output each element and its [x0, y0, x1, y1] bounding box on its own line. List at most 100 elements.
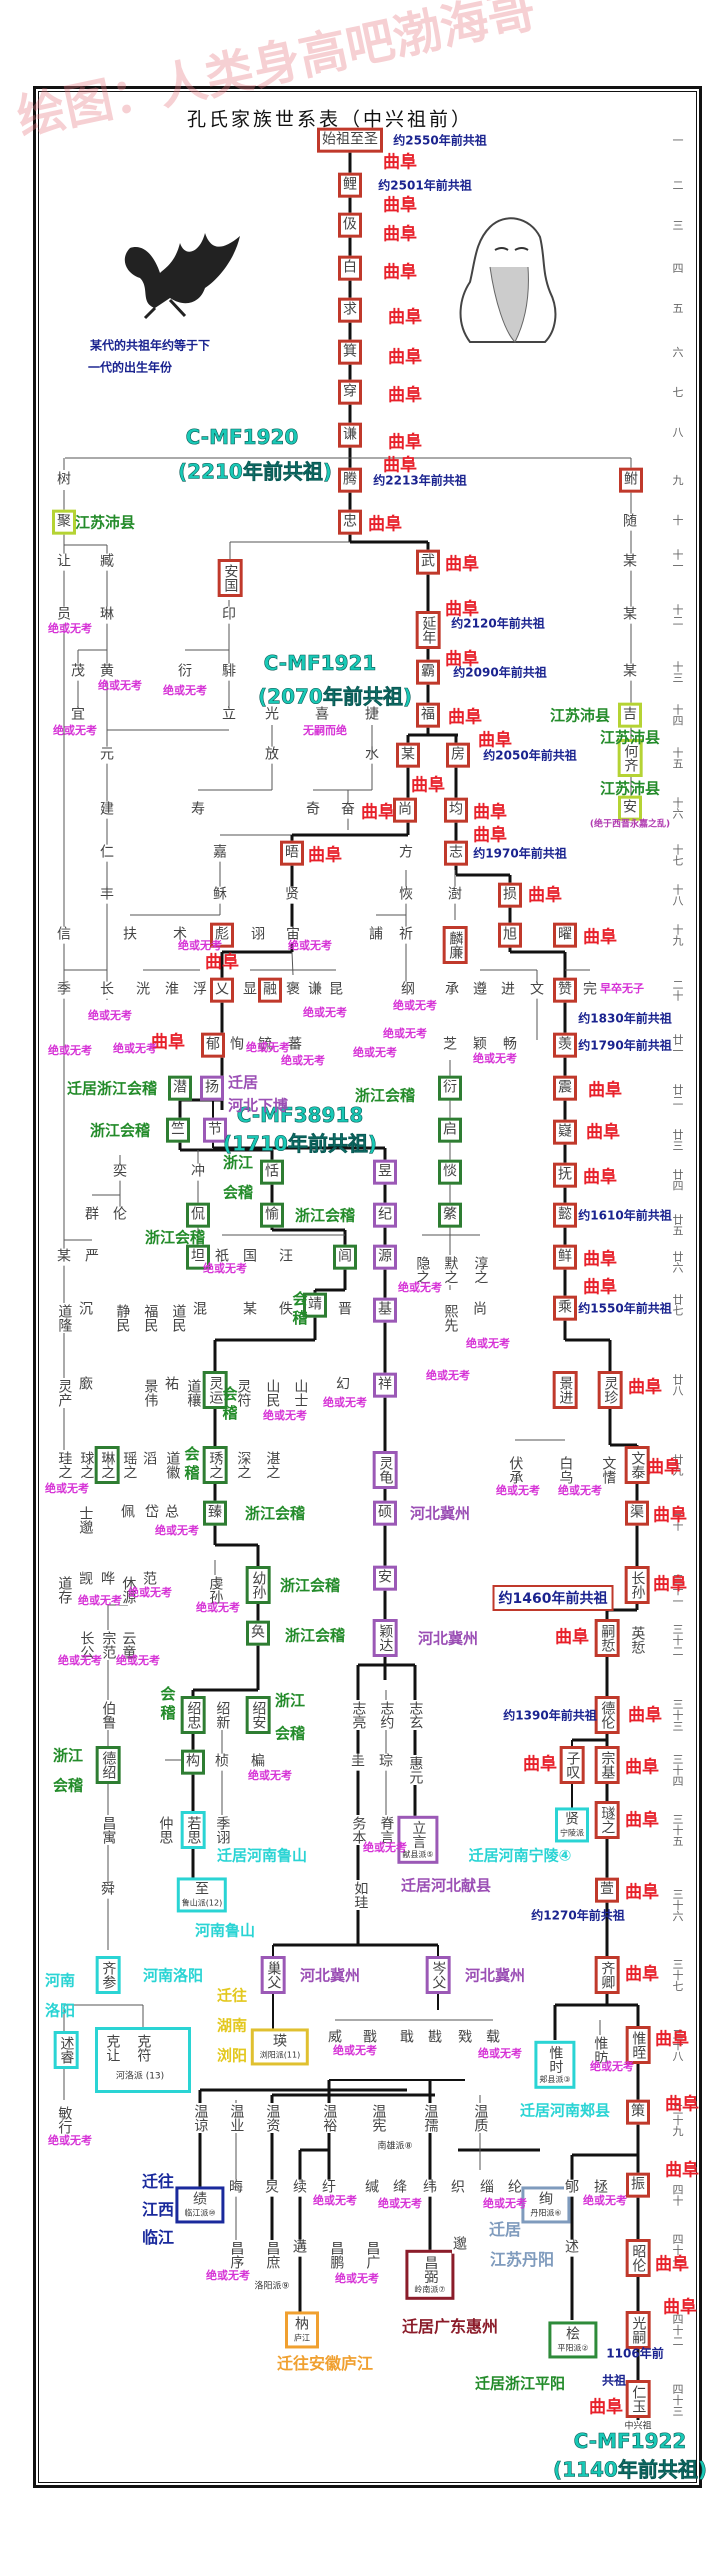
- lineage-node: 元: [99, 746, 115, 764]
- annotation-label: 迁居河南郏县: [519, 2101, 611, 2120]
- person-name: 求: [343, 301, 357, 318]
- chart-title: 孔氏家族世系表（中兴祖前）: [186, 108, 474, 131]
- generation-number: 四: [671, 262, 684, 274]
- person-name: 安国: [222, 564, 239, 592]
- person-name: 混: [193, 1301, 207, 1318]
- person-name: 道穰: [185, 1379, 202, 1407]
- person-name: 珪之: [56, 1451, 73, 1479]
- person-name: 水: [365, 746, 379, 763]
- lineage-node: 志亮: [349, 1700, 367, 1730]
- person-name: 恬: [265, 1163, 279, 1180]
- generation-number: 十八: [671, 884, 684, 906]
- person-name: 桢: [215, 1753, 229, 1770]
- lineage-node: 季: [56, 981, 72, 999]
- lineage-node: 志约: [377, 1700, 395, 1730]
- lineage-node-branch: 齐参: [95, 1956, 121, 1994]
- person-name: 随: [623, 513, 637, 530]
- lineage-node-main: 均: [444, 797, 468, 823]
- location-qufu: 曲阜: [308, 845, 342, 866]
- branch-name: 临江派⑩: [184, 2208, 216, 2218]
- annotation-label: 南雄派⑧: [377, 2141, 413, 2152]
- person-name: 均: [449, 801, 463, 818]
- lineage-node-branch: 潜: [168, 1075, 192, 1101]
- person-name: 祇: [215, 1248, 229, 1265]
- person-name: 伋: [343, 216, 357, 233]
- location-qufu: 曲阜: [653, 1574, 687, 1595]
- person-name: 尚: [398, 801, 412, 818]
- location-qufu: 曲阜: [528, 885, 562, 906]
- person-name: 绍安: [250, 1701, 267, 1729]
- location-qufu: 曲阜: [583, 1249, 617, 1270]
- location-qufu: 曲阜: [473, 825, 507, 846]
- lineage-node: 昌序: [227, 2240, 245, 2270]
- location-qufu: 曲阜: [625, 1964, 659, 1985]
- lineage-node-branch: 綮: [438, 1202, 462, 1228]
- lineage-node: 道存: [55, 1575, 73, 1605]
- lineage-node: 臧: [99, 553, 115, 571]
- lineage-node: 扶: [122, 926, 138, 944]
- extinct-or-unknown-label: 绝或无考: [196, 1601, 240, 1614]
- person-name: 廞: [79, 1376, 93, 1393]
- generation-number: 三十四: [671, 1753, 684, 1787]
- person-name: 纲: [401, 981, 415, 998]
- annotation-label: 浙江会稽: [89, 1121, 151, 1140]
- person-name: 灵符: [235, 1379, 252, 1407]
- lineage-node: 文: [529, 981, 545, 999]
- annotation-label: 浙江会稽: [279, 1576, 341, 1595]
- lineage-node-branch: 闾: [333, 1244, 357, 1270]
- branch-name: 庐江: [294, 2333, 310, 2343]
- lineage-node-main: 羡: [553, 1032, 577, 1058]
- extinct-or-unknown-label: 绝或无考: [48, 2134, 92, 2147]
- person-name: 邈: [453, 2236, 467, 2253]
- common-ancestor-age-label: 约2550年前共祖: [393, 133, 487, 148]
- haplogroup-label: (1710年前共祖): [223, 1131, 378, 1156]
- person-name: 德伦: [599, 1701, 616, 1729]
- person-name: 仲思: [157, 1816, 174, 1844]
- lineage-node-main: 乘: [553, 1295, 577, 1321]
- common-ancestor-age-label: 约1390年前共祖: [503, 1708, 597, 1723]
- person-name: 綮: [443, 1206, 457, 1223]
- lineage-node-main: 仁玉: [625, 2380, 651, 2418]
- annotation-label: 迁往安徽庐江: [276, 2354, 374, 2373]
- lineage-node-branch: 臻: [203, 1500, 227, 1526]
- location-qufu: 曲阜: [665, 2160, 699, 2181]
- person-name: 范: [143, 1571, 157, 1588]
- person-name: 融: [263, 981, 277, 998]
- lineage-node: 克让: [103, 2033, 121, 2063]
- lineage-node: 某: [242, 1301, 258, 1319]
- lineage-node-branch: 惟时郏县派③: [534, 2040, 576, 2090]
- lineage-node-branch: 靖: [303, 1292, 327, 1318]
- person-name: 文泰: [629, 1451, 646, 1479]
- person-name: 光: [265, 706, 279, 723]
- person-name: 觊: [79, 1571, 93, 1588]
- location-qufu: 曲阜: [628, 1705, 662, 1726]
- lineage-node-main: 腾: [338, 467, 362, 493]
- lineage-node-branch: 灵龟: [372, 1451, 398, 1489]
- person-name: 鲜: [558, 1248, 572, 1265]
- person-name: 树: [57, 471, 71, 488]
- lineage-node-main: 惟晊: [625, 2026, 651, 2064]
- person-name: 瑶之: [121, 1451, 138, 1479]
- lineage-node: 立: [221, 706, 237, 724]
- extinct-or-unknown-label: 绝或无考: [335, 2272, 379, 2285]
- location-qufu: 曲阜: [383, 195, 417, 216]
- lineage-node-branch: 基: [373, 1297, 397, 1323]
- lineage-node: 文愭: [599, 1455, 617, 1485]
- lineage-node-branch: 立言献县派⑤: [397, 1815, 439, 1865]
- lineage-node-branch: 扬: [200, 1075, 224, 1101]
- location-qufu: 曲阜: [388, 432, 422, 453]
- person-name: 彪: [215, 926, 229, 943]
- person-name: 昌庶: [264, 2241, 281, 2269]
- person-name: 晋: [338, 1301, 352, 1318]
- location-qufu: 曲阜: [583, 1167, 617, 1188]
- lineage-node-main: 光嗣: [625, 2311, 651, 2349]
- location-qufu: 曲阜: [663, 2297, 697, 2318]
- lineage-node-branch: 贤宁陵派: [555, 1807, 589, 1843]
- lineage-node-main: 郁: [201, 1032, 225, 1058]
- person-name: 贤: [565, 1811, 579, 1828]
- lineage-node-branch: 枘庐江: [285, 2311, 319, 2349]
- lineage-node: 志玄: [406, 1700, 424, 1730]
- generation-number: 十一: [671, 549, 684, 571]
- person-name: 光嗣: [630, 2316, 647, 2344]
- person-name: 舜: [101, 1881, 115, 1898]
